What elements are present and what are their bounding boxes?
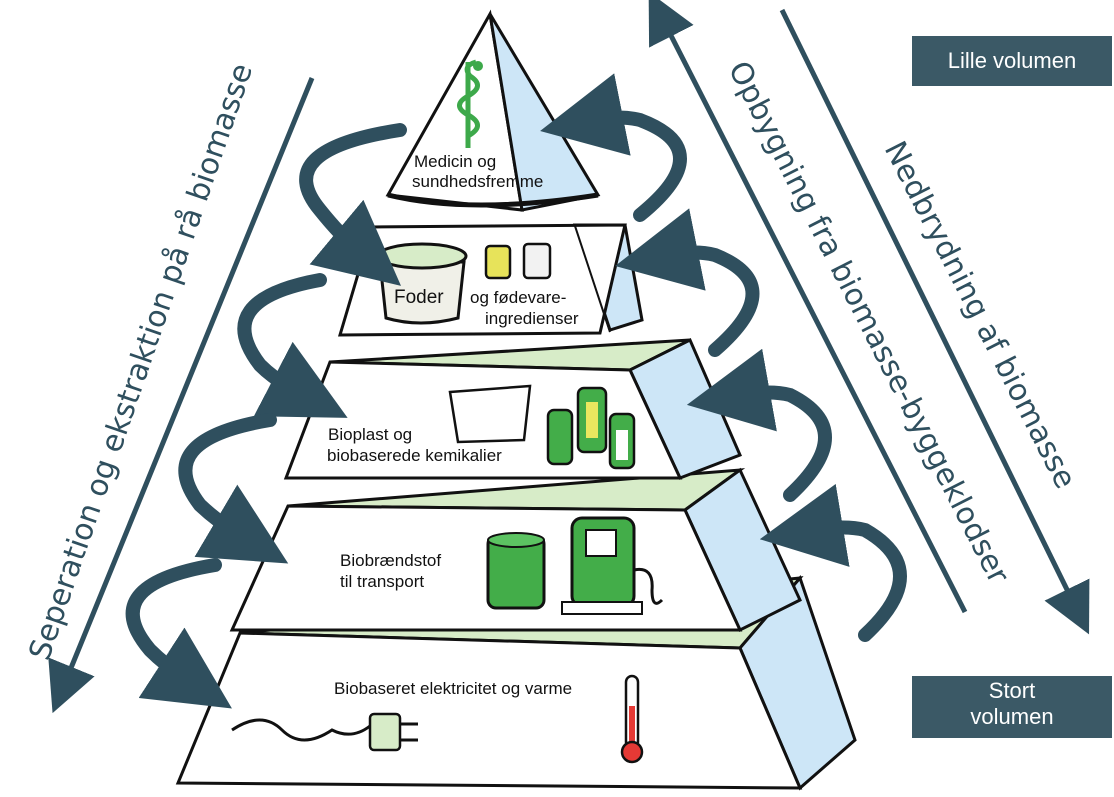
left-curved-arrows xyxy=(125,123,407,709)
curved-arrow-right-3 xyxy=(686,348,832,502)
tier-electricity-front xyxy=(175,631,803,790)
curved-arrow-left-4 xyxy=(125,558,232,709)
curved-arrow-left-1 xyxy=(299,123,407,286)
feed-bucket-icon xyxy=(376,242,468,325)
down-long-arrow xyxy=(779,8,1090,635)
fuel-pump-icon xyxy=(561,516,664,615)
curved-arrow-right-2 xyxy=(615,208,760,357)
tier-fuel-front xyxy=(229,504,743,632)
tier-feed-label-2: og fødevare- xyxy=(470,288,566,307)
left-long-arrow xyxy=(48,77,315,714)
small-volume-label: Lille volumen xyxy=(947,48,1077,73)
curved-arrow-right-4 xyxy=(759,483,907,642)
bottles-icon xyxy=(546,386,636,470)
tier-feed-label-3: ingredienser xyxy=(485,309,579,328)
tier-feed-label-1: Foder xyxy=(394,287,444,308)
cans-icon xyxy=(484,242,552,280)
right-arrow-label-down: Nedbrydning af biomasse xyxy=(877,136,1083,495)
plastic-container-icon xyxy=(448,384,532,444)
tier-bioplastic-label-1: Bioplast og xyxy=(328,425,412,444)
large-volume-box: Stort volumen xyxy=(912,676,1112,738)
thermometer-icon xyxy=(620,674,644,764)
tier-medicine-label-1: Medicin og xyxy=(414,152,496,171)
right-curved-arrows xyxy=(540,73,907,642)
tier-medicine-label-2: sundhedsfremme xyxy=(412,172,543,191)
left-arrow-label: Seperation og ekstraktion på rå biomasse xyxy=(22,59,260,664)
large-volume-label-1: Stort xyxy=(988,678,1036,703)
barrel-icon xyxy=(486,532,546,610)
tier-fuel-label-2: til transport xyxy=(340,572,424,591)
small-volume-box: Lille volumen xyxy=(912,36,1112,86)
large-volume-label-2: volumen xyxy=(970,704,1054,729)
curved-arrow-left-2 xyxy=(237,273,348,418)
caduceus-icon xyxy=(457,59,483,148)
curved-arrow-right-1 xyxy=(540,73,687,222)
plug-icon xyxy=(231,712,418,752)
tier-fuel-label-1: Biobrændstof xyxy=(340,551,441,570)
tier-electricity-label-1: Biobaseret elektricitet og varme xyxy=(334,679,572,698)
curved-arrow-left-3 xyxy=(178,413,289,564)
up-long-arrow xyxy=(648,0,968,614)
tier-bioplastic-label-2: biobaserede kemikalier xyxy=(327,446,502,465)
